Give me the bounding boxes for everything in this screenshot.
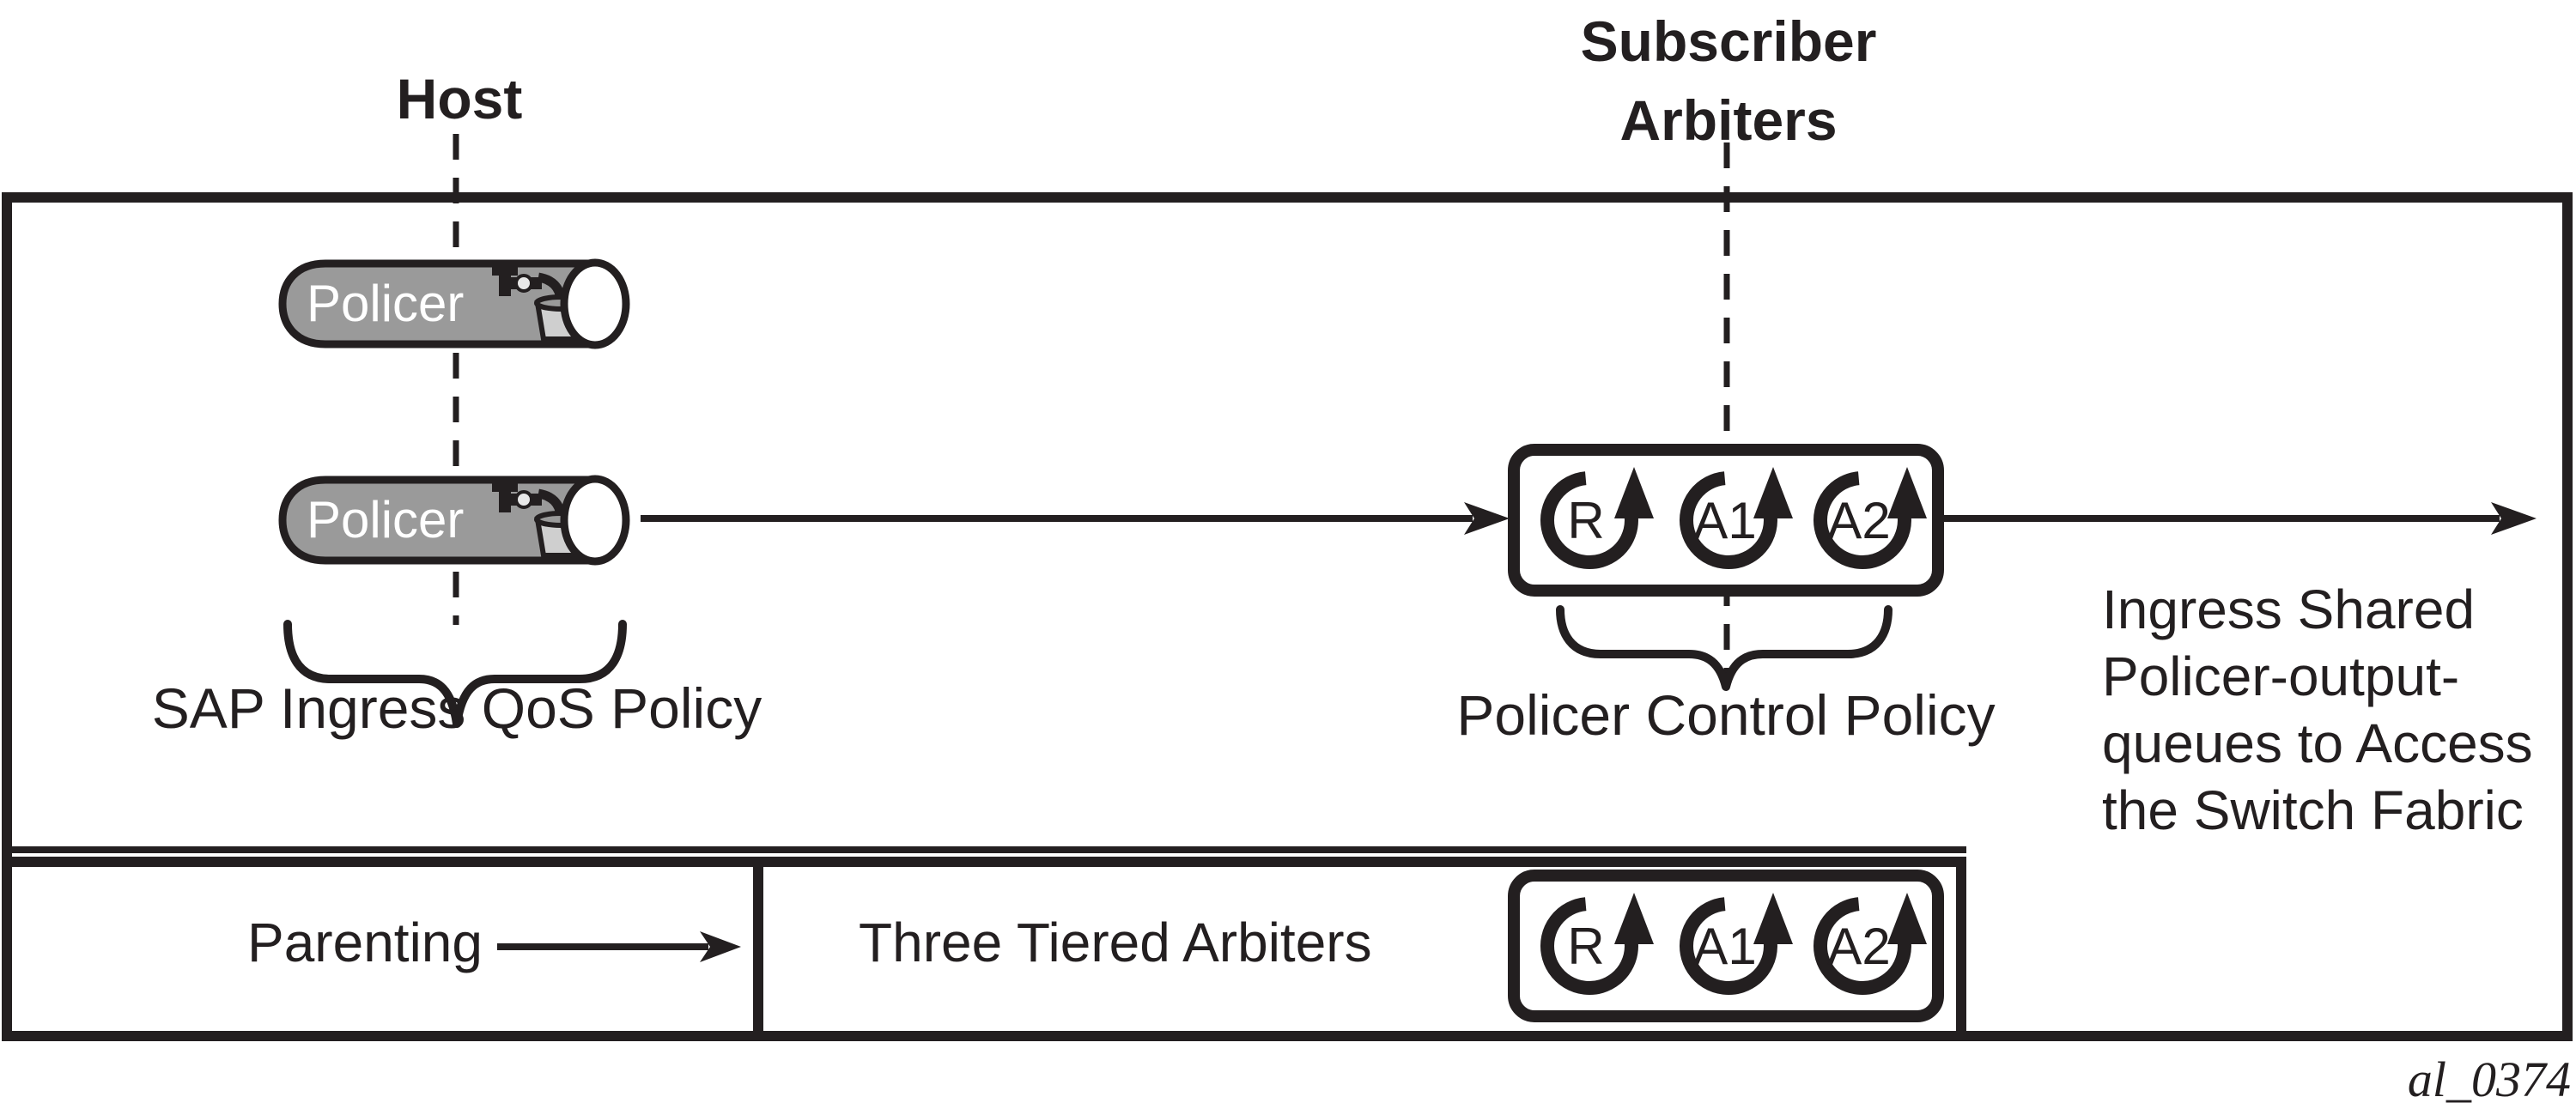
faucet-icon — [492, 483, 566, 517]
rotation-arrowhead — [1614, 893, 1654, 944]
policer-control-arbiter-box: R A1 A2 — [1508, 444, 1944, 597]
arbiter-symbol-a2: A2 — [1814, 893, 1927, 995]
arrowhead — [700, 931, 741, 962]
output-text-line3: queues to Access — [2102, 712, 2533, 774]
rotation-arrowhead — [1887, 893, 1927, 944]
policer-control-brace — [1556, 605, 1893, 691]
subscriber-arbiters-label: Subscriber Arbiters — [1581, 2, 1877, 160]
subscriber-arbiters-line2: Arbiters — [1619, 88, 1838, 152]
output-text-line2: Policer-output- — [2102, 645, 2460, 707]
policer-pipe-1-label: Policer — [307, 275, 464, 332]
rotation-arrowhead — [1753, 893, 1793, 944]
pipe-mouth — [560, 475, 630, 566]
arbiter-symbol-a1: A1 — [1680, 893, 1793, 995]
arbiter-symbol-root: R — [1540, 467, 1654, 569]
figure-id-label: al_0374 — [2407, 1051, 2571, 1103]
rotation-arrowhead — [1887, 467, 1927, 518]
arbiter-letter: R — [1567, 492, 1604, 549]
arbiter-symbol-root: R — [1540, 893, 1654, 995]
policer-control-policy-label: Policer Control Policy — [1456, 683, 1996, 747]
subscriber-arbiters-line1: Subscriber — [1580, 9, 1877, 73]
legend-cell-divider — [753, 865, 763, 1033]
ingress-shared-output-text: Ingress Shared Policer-output- queues to… — [2102, 576, 2533, 844]
parenting-arrow — [497, 931, 741, 962]
host-label: Host — [396, 67, 523, 130]
pipe-to-arbiter-arrow — [641, 502, 1510, 535]
arrowhead — [1464, 502, 1510, 535]
three-tiered-arbiter-box: R A1 A2 — [1508, 870, 1944, 1022]
policer-pipe-2: Policer — [278, 475, 630, 566]
arbiter-to-fabric-arrow — [1939, 502, 2537, 535]
arrowhead — [2491, 502, 2537, 535]
pipe-mouth — [560, 258, 630, 349]
sap-ingress-qos-policy-label: SAP Ingress QoS Policy — [151, 676, 762, 740]
rotation-arrowhead — [1753, 467, 1793, 518]
arbiter-symbol-a2: A2 — [1814, 467, 1927, 569]
arbiter-letter: A2 — [1827, 492, 1890, 549]
parenting-label: Parenting — [247, 912, 483, 973]
output-text-line4: the Switch Fabric — [2102, 779, 2524, 841]
arbiter-letter: A2 — [1827, 918, 1890, 975]
output-text-line1: Ingress Shared — [2102, 579, 2476, 640]
arbiter-letter: A1 — [1693, 918, 1756, 975]
arbiter-letter: A1 — [1693, 492, 1756, 549]
parenting-legend-box — [2, 857, 1966, 1041]
bottom-section-divider-line — [7, 846, 1966, 853]
three-tiered-arbiters-label: Three Tiered Arbiters — [859, 912, 1372, 973]
policer-pipe-2-label: Policer — [307, 491, 464, 548]
sap-policy-brace — [283, 620, 627, 728]
rotation-arrowhead — [1614, 467, 1654, 518]
arbiter-symbol-a1: A1 — [1680, 467, 1793, 569]
policer-pipe-1: Policer — [278, 258, 630, 349]
arbiter-letter: R — [1567, 918, 1604, 975]
